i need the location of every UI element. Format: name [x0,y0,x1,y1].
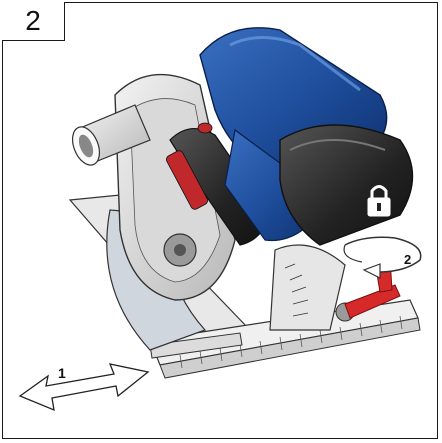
rotate-arrow: 2 [343,236,422,279]
slide-arrow: 1 [18,363,150,412]
rotate-arrow-label: 2 [404,252,411,267]
step-number-box: 2 [2,2,65,41]
rear-handle [279,124,414,246]
step-number: 2 [25,5,41,36]
front-handle [165,122,271,246]
bevel-scale [269,244,346,331]
padlock-icon [367,185,391,217]
slide-arrow-label: 1 [58,365,66,381]
dust-port [71,104,151,166]
